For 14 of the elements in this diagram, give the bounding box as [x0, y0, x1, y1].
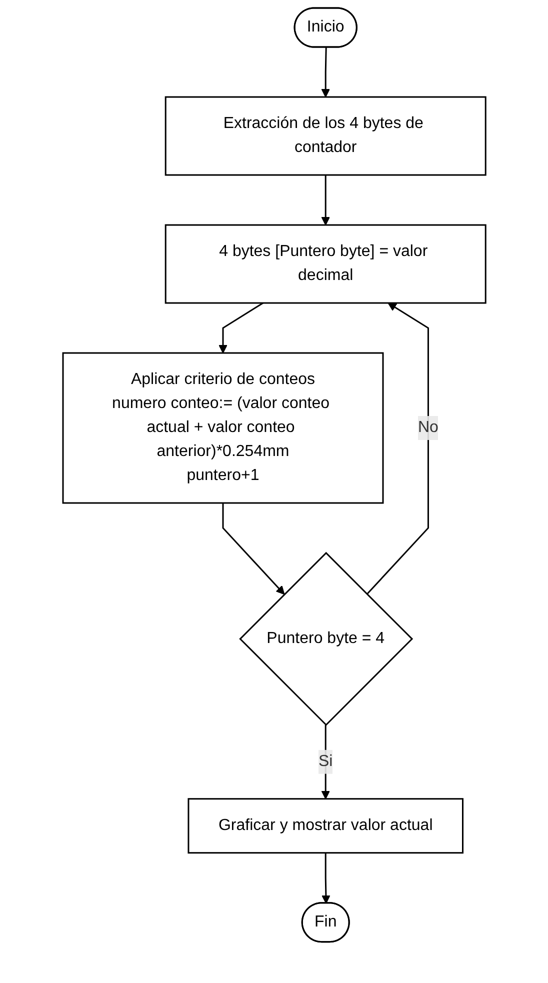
node-diamond: Puntero byte = 4	[238, 552, 413, 726]
arrow	[222, 503, 284, 595]
arrow	[320, 175, 330, 226]
edge-label: No	[418, 418, 438, 436]
arrow	[320, 47, 330, 98]
edge-label: Si	[318, 752, 332, 770]
node-box: Extracción de los 4 bytes de contador	[164, 96, 486, 176]
arrow	[218, 302, 264, 354]
node-box: 4 bytes [Puntero byte] = valor decimal	[164, 224, 486, 304]
arrow	[320, 724, 330, 800]
arrow	[321, 852, 330, 904]
node-box: Graficar y mostrar valor actual	[187, 798, 464, 854]
node-box: Aplicar criterio de conteos numero conteo:= (valor conteo actual + valor conteo anterior)*0.254mm puntero+1	[62, 352, 384, 504]
arrow	[366, 302, 429, 595]
